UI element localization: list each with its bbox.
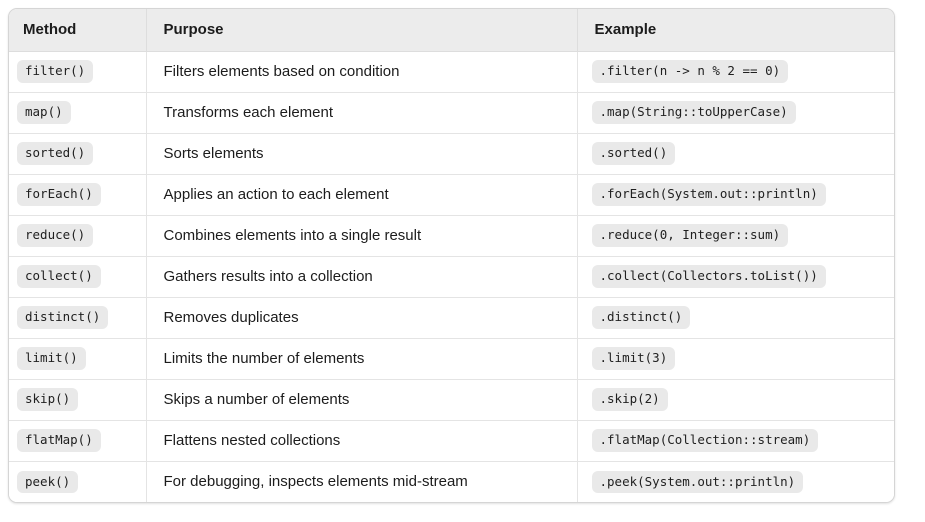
method-code-badge: flatMap()	[17, 429, 101, 452]
table-row: filter() Filters elements based on condi…	[9, 51, 894, 93]
example-code-badge: .filter(n -> n % 2 == 0)	[591, 60, 789, 83]
table-row: reduce() Combines elements into a single…	[9, 215, 894, 257]
method-cell: reduce()	[9, 215, 147, 257]
example-code-badge: .reduce(0, Integer::sum)	[591, 224, 789, 247]
example-code-badge: .limit(3)	[591, 347, 676, 370]
header-row: Method Purpose Example	[9, 9, 894, 52]
method-cell: skip()	[9, 379, 147, 421]
purpose-cell: Applies an action to each element	[146, 174, 578, 216]
example-code-badge: .flatMap(Collection::stream)	[591, 429, 819, 452]
purpose-cell: For debugging, inspects elements mid-str…	[146, 461, 578, 502]
example-code-badge: .map(String::toUpperCase)	[591, 101, 796, 124]
table-row: map() Transforms each element .map(Strin…	[9, 92, 894, 134]
method-cell: peek()	[9, 461, 147, 502]
method-code-badge: filter()	[17, 60, 94, 83]
stream-methods-table: Method Purpose Example filter() Filters …	[9, 9, 894, 502]
method-cell: filter()	[9, 51, 147, 93]
method-cell: map()	[9, 92, 147, 134]
example-cell: .limit(3)	[577, 338, 894, 380]
method-code-badge: peek()	[17, 470, 79, 493]
method-cell: collect()	[9, 256, 147, 298]
example-cell: .forEach(System.out::println)	[577, 174, 894, 216]
example-cell: .sorted()	[577, 133, 894, 175]
example-cell: .peek(System.out::println)	[577, 461, 894, 502]
column-header-example: Example	[577, 9, 894, 52]
purpose-cell: Limits the number of elements	[146, 338, 578, 380]
method-cell: sorted()	[9, 133, 147, 175]
method-code-badge: reduce()	[17, 224, 94, 247]
purpose-cell: Skips a number of elements	[146, 379, 578, 421]
purpose-cell: Combines elements into a single result	[146, 215, 578, 257]
method-code-badge: forEach()	[17, 183, 101, 206]
method-code-badge: limit()	[17, 347, 86, 370]
example-cell: .collect(Collectors.toList())	[577, 256, 894, 298]
example-code-badge: .collect(Collectors.toList())	[591, 265, 826, 288]
method-code-badge: collect()	[17, 265, 101, 288]
example-cell: .map(String::toUpperCase)	[577, 92, 894, 134]
table-header: Method Purpose Example	[9, 9, 894, 52]
example-cell: .skip(2)	[577, 379, 894, 421]
purpose-cell: Removes duplicates	[146, 297, 578, 339]
method-code-badge: skip()	[17, 388, 79, 411]
example-code-badge: .skip(2)	[591, 388, 668, 411]
example-cell: .filter(n -> n % 2 == 0)	[577, 51, 894, 93]
purpose-cell: Sorts elements	[146, 133, 578, 175]
example-code-badge: .forEach(System.out::println)	[591, 183, 826, 206]
method-code-badge: sorted()	[17, 142, 94, 165]
method-cell: limit()	[9, 338, 147, 380]
table-row: peek() For debugging, inspects elements …	[9, 461, 894, 502]
table-row: skip() Skips a number of elements .skip(…	[9, 379, 894, 421]
table-row: collect() Gathers results into a collect…	[9, 256, 894, 298]
stream-methods-table-container: Method Purpose Example filter() Filters …	[8, 8, 895, 503]
column-header-method: Method	[9, 9, 147, 52]
example-code-badge: .sorted()	[591, 142, 676, 165]
table-row: sorted() Sorts elements .sorted()	[9, 133, 894, 175]
method-code-badge: distinct()	[17, 306, 109, 329]
column-header-purpose: Purpose	[146, 9, 578, 52]
table-row: distinct() Removes duplicates .distinct(…	[9, 297, 894, 339]
table-row: flatMap() Flattens nested collections .f…	[9, 420, 894, 462]
table-body: filter() Filters elements based on condi…	[9, 51, 894, 502]
example-cell: .flatMap(Collection::stream)	[577, 420, 894, 462]
purpose-cell: Transforms each element	[146, 92, 578, 134]
example-code-badge: .peek(System.out::println)	[591, 470, 804, 493]
table-row: limit() Limits the number of elements .l…	[9, 338, 894, 380]
example-code-badge: .distinct()	[591, 306, 691, 329]
method-cell: forEach()	[9, 174, 147, 216]
method-cell: flatMap()	[9, 420, 147, 462]
example-cell: .reduce(0, Integer::sum)	[577, 215, 894, 257]
purpose-cell: Flattens nested collections	[146, 420, 578, 462]
method-cell: distinct()	[9, 297, 147, 339]
method-code-badge: map()	[17, 101, 71, 124]
table-row: forEach() Applies an action to each elem…	[9, 174, 894, 216]
purpose-cell: Gathers results into a collection	[146, 256, 578, 298]
purpose-cell: Filters elements based on condition	[146, 51, 578, 93]
example-cell: .distinct()	[577, 297, 894, 339]
